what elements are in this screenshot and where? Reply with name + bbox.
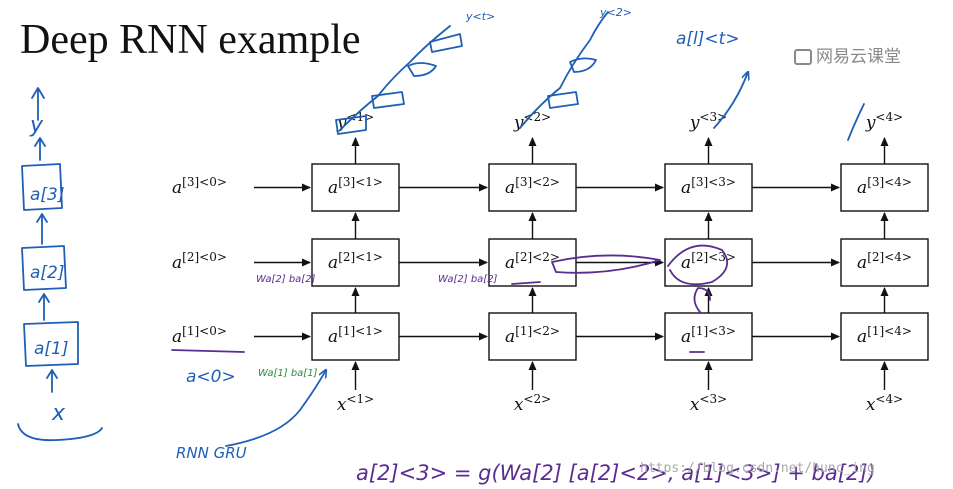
rnn-cell [311,238,400,287]
csdn-watermark: https://blog.csdn.net/hunc_ing [640,461,875,476]
annot-y-2: y<2> [599,6,632,19]
input-label: x<4> [866,392,903,415]
rnn-cell-label: a[2]<1> [328,250,383,273]
rnn-cell-label: a[2]<4> [857,250,912,273]
output-label: y<4> [865,110,903,133]
input-label: x<3> [690,392,727,415]
rnn-cell-label: a[1]<1> [328,324,383,347]
rnn-cell-label: a[3]<1> [328,175,383,198]
rnn-cell-label: a[3]<4> [857,175,912,198]
annot-a0: a<0> [186,367,236,387]
initial-state-label: a[2]<0> [172,250,227,273]
netease-logo: 网易云课堂 [794,42,901,67]
rnn-cell [840,163,929,212]
left-a1-label: a[1] [34,339,69,359]
left-stack-sketch: y a[3] a[2] a[1] x [17,87,103,442]
rnn-cell-label: a[3]<2> [505,175,560,198]
rnn-cell [664,312,753,361]
left-a3-label: a[3] [30,185,65,205]
left-y-label: y [29,113,44,138]
logo-text: 网易云课堂 [816,47,901,67]
rnn-cell-label: a[3]<3> [681,175,736,198]
left-a2-label: a[2] [30,263,65,283]
annot-y-t: y<t> [465,10,495,23]
annot-weights-layer1: Wa[1] ba[1] [258,368,318,379]
annot-a-l-t: a[l]<t> [676,29,740,49]
handwritten-annotations: y<t> y<2> a[l]<t> Wa[2] ba[2] Wa[2] ba[2… [171,6,876,485]
logo-icon [794,49,812,65]
handwritten-formula: a[2]<3> = g(Wa[2] [a[2]<2>, a[1]<3>] + b… [356,461,876,485]
rnn-cell [664,163,753,212]
rnn-cell-label: a[1]<4> [857,324,912,347]
annot-weights-layer2: Wa[2] ba[2] [256,274,316,285]
input-label: x<2> [514,392,551,415]
rnn-cell-label: a[2]<2> [505,250,560,273]
rnn-cell-label: a[1]<2> [505,324,560,347]
input-label: x<1> [337,392,374,415]
output-label: y<3> [689,110,727,133]
slide-title: Deep RNN example [20,17,361,63]
initial-state-label: a[3]<0> [172,175,227,198]
annot-rnn-gru: RNN GRU [176,444,247,462]
annot-weights-layer2-col2: Wa[2] ba[2] [438,274,498,285]
initial-state-label: a[1]<0> [172,324,227,347]
left-x-label: x [51,401,66,426]
rnn-cell-label: a[1]<3> [681,324,736,347]
output-label: y<2> [513,110,551,133]
rnn-cell [840,238,929,287]
rnn-grid: a[3]<0> a[3]<1> a[3]<2> a[3]<3> a[3]<4> a[2]<… [172,110,929,415]
